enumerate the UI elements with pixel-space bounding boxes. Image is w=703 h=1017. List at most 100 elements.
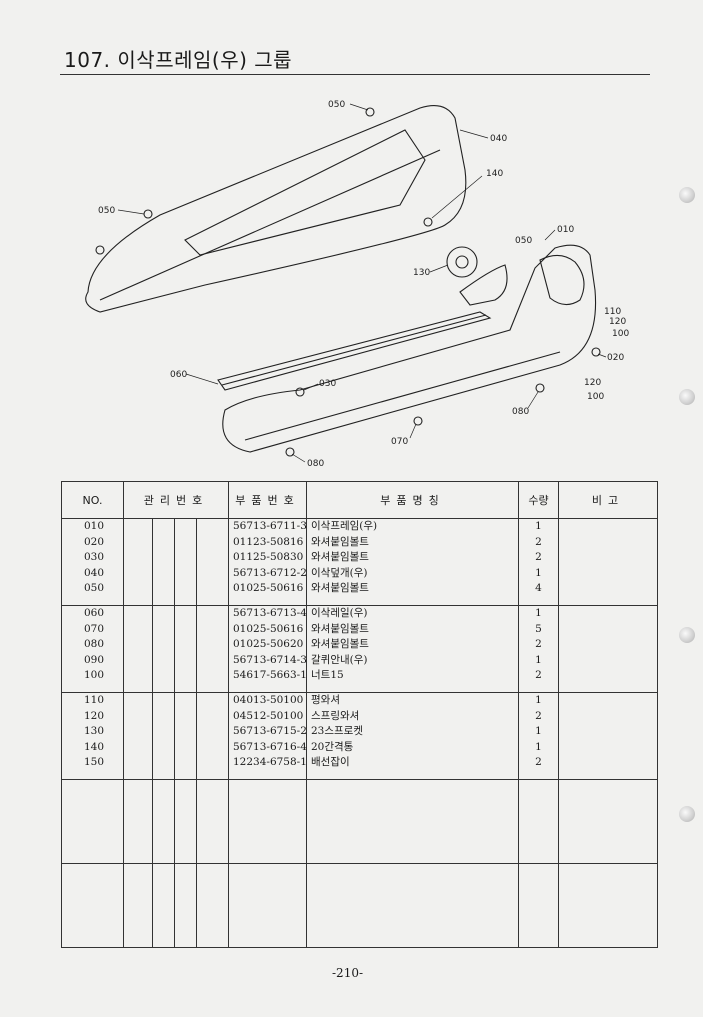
item-no: 090 <box>84 653 105 666</box>
callout: 030 <box>319 379 336 389</box>
management-subdivider <box>196 519 197 605</box>
part-number: 56713-6715-2 <box>233 725 307 738</box>
part-name: 와셔붙임볼트 <box>311 535 369 548</box>
item-no: 080 <box>84 638 105 651</box>
callout: 120 <box>609 317 626 327</box>
item-no: 110 <box>84 694 105 706</box>
table-row <box>61 779 658 864</box>
rail-outline <box>217 311 492 391</box>
management-subdivider <box>152 780 153 863</box>
part-number: 04013-50100 <box>233 694 304 706</box>
binder-hole <box>679 806 695 822</box>
item-no: 010 <box>84 520 105 532</box>
quantity: 4 <box>535 582 542 595</box>
header-part-name: 부품명칭 <box>306 481 519 519</box>
page-number: -210- <box>332 966 364 980</box>
cell-mgmt <box>123 518 229 606</box>
binder-hole <box>679 187 695 203</box>
cell-qty <box>518 863 559 948</box>
item-no: 070 <box>84 622 105 635</box>
callout: 080 <box>512 407 529 417</box>
part-number: 56713-6716-4 <box>233 740 307 753</box>
part-name: 와셔붙임볼트 <box>311 582 369 595</box>
callout: 050 <box>328 100 345 110</box>
item-no: 060 <box>84 607 105 619</box>
cell-no <box>61 779 124 864</box>
part-number: 01123-50816 <box>233 535 304 548</box>
part-name: 갈퀴안내(우) <box>311 653 368 666</box>
header-management: 관리번호 <box>123 481 229 519</box>
management-subdivider <box>174 519 175 605</box>
item-no: 040 <box>84 566 105 579</box>
quantity: 1 <box>535 694 542 706</box>
cell-qty: 1 2 1 1 2 <box>518 692 559 780</box>
callout: 080 <box>307 459 324 469</box>
page-title: 107. 이삭프레임(우) 그룹 <box>64 48 293 72</box>
callout: 050 <box>515 236 532 246</box>
table-row <box>61 863 658 948</box>
cell-remarks <box>558 863 658 948</box>
callout: 100 <box>612 329 629 339</box>
cell-remarks <box>558 605 658 693</box>
quantity: 2 <box>535 756 542 769</box>
part-number: 54617-5663-1 <box>233 669 307 682</box>
quantity: 1 <box>535 725 542 738</box>
header-qty: 수량 <box>518 481 559 519</box>
management-subdivider <box>152 606 153 692</box>
management-subdivider <box>174 864 175 947</box>
item-no: 140 <box>84 740 105 753</box>
management-subdivider <box>196 864 197 947</box>
quantity: 1 <box>535 607 542 619</box>
quantity: 1 <box>535 740 542 753</box>
table-header-row: NO. 관리번호 부품번호 부품명칭 수량 비고 <box>61 481 658 519</box>
cell-name <box>306 863 519 948</box>
management-subdivider <box>152 693 153 779</box>
cell-part-number <box>228 863 307 948</box>
part-number: 04512-50100 <box>233 709 304 722</box>
quantity: 1 <box>535 566 542 579</box>
header-part-number: 부품번호 <box>228 481 307 519</box>
item-no: 130 <box>84 725 105 738</box>
callout: 130 <box>413 268 430 278</box>
callout: 100 <box>587 392 604 402</box>
cell-mgmt <box>123 605 229 693</box>
part-name: 20간격통 <box>311 740 354 753</box>
callout: 050 <box>98 206 115 216</box>
callout: 060 <box>170 370 187 380</box>
part-number: 01025-50616 <box>233 622 304 635</box>
part-name: 23스프로켓 <box>311 725 364 738</box>
callout: 040 <box>490 134 507 144</box>
quantity: 2 <box>535 535 542 548</box>
management-subdivider <box>196 780 197 863</box>
quantity: 2 <box>535 638 542 651</box>
callout: 140 <box>486 169 503 179</box>
quantity: 1 <box>535 520 542 532</box>
part-number: 56713-6714-3 <box>233 653 307 666</box>
management-subdivider <box>196 606 197 692</box>
part-name: 이삭레일(우) <box>311 607 368 619</box>
part-name: 와셔붙임볼트 <box>311 638 369 651</box>
quantity: 2 <box>535 709 542 722</box>
exploded-parts-diagram: 050 040 140 050 010 050 130 110 120 100 … <box>85 100 629 469</box>
item-no: 030 <box>84 551 105 564</box>
guide-outline <box>459 264 508 306</box>
part-name: 와셔붙임볼트 <box>311 622 369 635</box>
cell-remarks <box>558 779 658 864</box>
callout: 070 <box>391 437 408 447</box>
cell-mgmt <box>123 692 229 780</box>
callout: 110 <box>604 307 621 317</box>
cell-remarks <box>558 692 658 780</box>
part-name: 이삭덮개(우) <box>311 566 368 579</box>
item-no: 150 <box>84 756 105 769</box>
